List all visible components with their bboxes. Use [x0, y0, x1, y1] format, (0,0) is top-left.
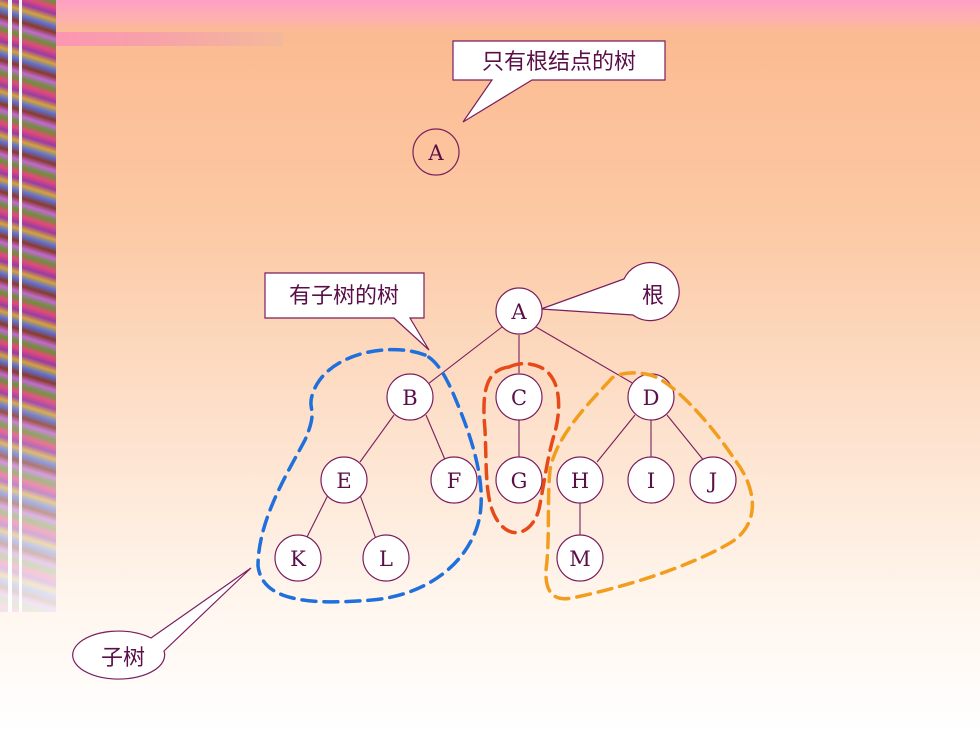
callout-root-only-tree: 只有根结点的树 [452, 40, 666, 123]
svg-text:M: M [569, 547, 591, 571]
subtree-c-outline [482, 361, 561, 535]
svg-text:A: A [510, 300, 527, 324]
callout-root-text: 根 [642, 284, 664, 309]
subtree-d-outline [544, 371, 755, 601]
callout-subtree-text: 子树 [101, 646, 145, 671]
single-node-a: A [412, 128, 460, 176]
callout-subtree: 子树 [72, 567, 252, 680]
top-accent-strip [0, 32, 283, 46]
tree-node-h: H [556, 456, 604, 504]
callout-tree-with-subtrees-text: 有子树的树 [289, 284, 399, 309]
tree-node-i: I [627, 456, 675, 504]
edge-e-l [359, 494, 377, 540]
top-header-band [0, 0, 980, 32]
svg-text:J: J [707, 469, 717, 493]
tree-edges [305, 326, 706, 540]
svg-text:K: K [290, 547, 306, 571]
edge-e-k [305, 494, 329, 540]
edge-b-e [359, 414, 395, 463]
svg-text:I: I [647, 469, 655, 493]
svg-text:D: D [643, 386, 660, 410]
tree-node-k: K [274, 534, 322, 582]
svg-text:G: G [511, 469, 528, 493]
tree-node-e: E [320, 456, 368, 504]
tree-node-a: A [495, 287, 543, 335]
tree-node-m: M [556, 534, 604, 582]
edge-a-b [427, 326, 503, 385]
tree-node-f: F [430, 456, 478, 504]
svg-text:B: B [402, 386, 417, 410]
single-node-a-label: A [427, 141, 444, 165]
callout-tree-with-subtrees: 有子树的树 [264, 272, 430, 351]
tree-node-g: G [495, 456, 543, 504]
svg-text:H: H [571, 469, 589, 493]
left-decorative-bar [0, 0, 56, 612]
callout-root-only-tree-text: 只有根结点的树 [482, 50, 636, 75]
edge-b-f [425, 414, 447, 463]
edge-d-j [666, 414, 706, 463]
tree-node-b: B [386, 373, 434, 421]
tree-node-c: C [495, 373, 543, 421]
tree-node-d: D [627, 373, 675, 421]
callout-root: 根 [540, 262, 680, 322]
edge-a-d [535, 326, 635, 385]
svg-text:F: F [447, 469, 462, 493]
svg-text:C: C [511, 386, 527, 410]
svg-text:E: E [336, 469, 351, 493]
edge-d-h [596, 414, 636, 463]
tree-node-l: L [362, 534, 410, 582]
subtree-b-outline [256, 347, 483, 604]
svg-text:L: L [379, 547, 393, 571]
tree-node-j: J [689, 456, 737, 504]
